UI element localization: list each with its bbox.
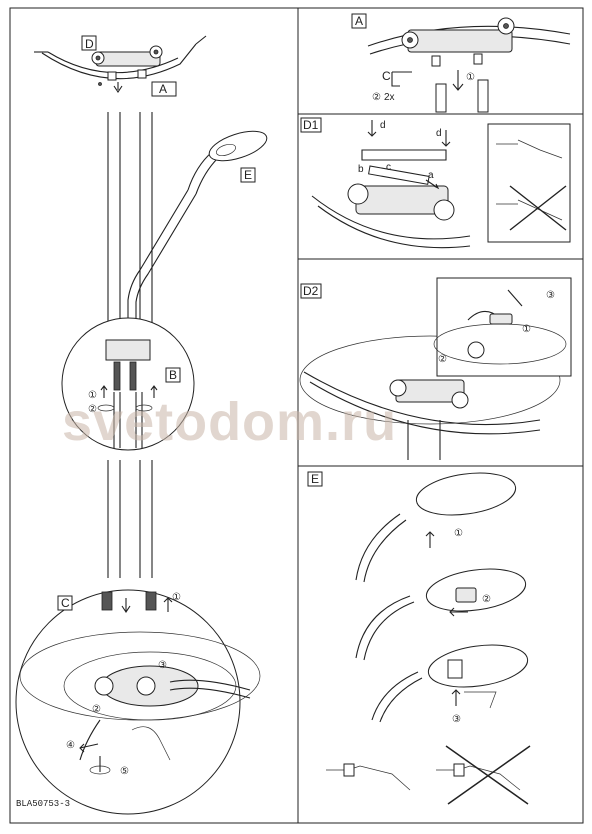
panel-e-step-3: ③	[452, 714, 461, 725]
document-code: BLA50753-3	[16, 799, 70, 809]
main-panel: D A E	[15, 35, 268, 815]
panel-d2-label: D2	[303, 284, 319, 298]
panel-a: A ② 2x ① C	[351, 13, 571, 113]
step-c-4: ④	[66, 740, 75, 751]
wrench-c-label: C	[382, 69, 391, 83]
panel-d2: D2 ③ ① ②	[299, 277, 572, 460]
arrow-b: b	[358, 164, 364, 175]
label-c: C	[61, 596, 70, 610]
panel-a-qty: 2x	[384, 92, 395, 103]
panel-a-step-2: ②	[372, 92, 381, 103]
pole-tubes	[107, 112, 153, 578]
panel-a-step-1: ①	[466, 72, 475, 83]
panel-d2-step-3: ③	[546, 290, 555, 301]
reading-lamp-arm	[127, 130, 268, 330]
panel-d2-step-2: ②	[438, 354, 447, 365]
step-c-5: ⑤	[120, 766, 129, 777]
arrow-c: c	[386, 162, 391, 173]
label-b: B	[169, 368, 177, 382]
panel-d2-step-1: ①	[522, 324, 531, 335]
panel-a-label: A	[355, 14, 363, 28]
step-b-1: ①	[88, 390, 97, 401]
label-a: A	[159, 82, 167, 96]
frame	[9, 7, 584, 824]
arrow-d-1: d	[380, 120, 386, 131]
step-b-2: ②	[88, 404, 97, 415]
top-tray-illustration	[34, 35, 207, 97]
label-d: D	[85, 37, 94, 51]
panel-e-step-2: ②	[482, 594, 491, 605]
panel-d1: D1 d d b c a	[300, 117, 571, 249]
panel-e: E ① ② ③	[307, 471, 531, 805]
watermark: svetodom.ru	[62, 392, 397, 452]
step-c-3: ③	[158, 660, 167, 671]
arrow-d-2: d	[436, 128, 442, 139]
label-e: E	[244, 168, 252, 182]
panel-d1-label: D1	[303, 118, 319, 132]
detail-circle-b	[61, 317, 195, 451]
panel-e-step-1: ①	[454, 528, 463, 539]
panel-e-label: E	[311, 472, 319, 486]
step-c-1: ①	[172, 592, 181, 603]
label-e-box	[240, 167, 256, 183]
detail-circle-c	[15, 589, 261, 815]
step-c-2: ②	[92, 704, 101, 715]
arrow-a: a	[428, 170, 434, 181]
